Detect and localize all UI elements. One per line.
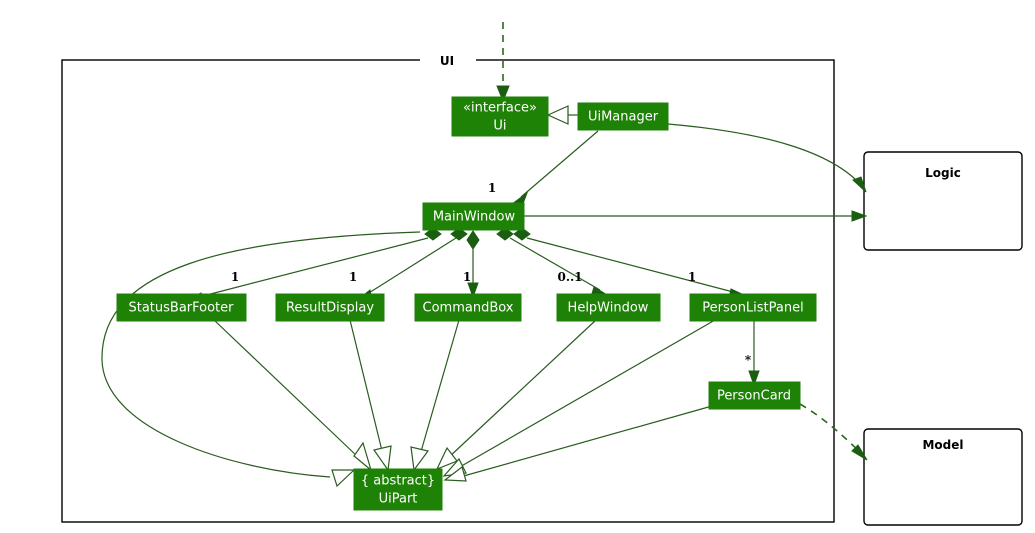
multiplicity-personlistpanel: 1 xyxy=(688,270,696,284)
composition-diamond-statusbarfooter xyxy=(424,227,442,241)
class-box-mainwindow[interactable]: MainWindow xyxy=(422,202,525,231)
edge-personcard-to-model xyxy=(799,403,861,453)
class-rect-resultdisplay xyxy=(275,293,385,322)
edge-uimanager-to-mainwindow xyxy=(520,130,599,198)
arrowhead-realization-ui xyxy=(546,105,569,125)
class-box-resultdisplay[interactable]: ResultDisplay xyxy=(275,293,385,322)
arrowhead-mainwindow-to-logic xyxy=(851,210,868,222)
class-box-helpwindow[interactable]: HelpWindow xyxy=(556,293,661,322)
edge-statusbarfooter-to-uipart xyxy=(213,319,359,458)
class-label-personcard: PersonCard xyxy=(717,389,791,404)
class-rect-commandbox xyxy=(414,293,522,322)
edge-helpwindow-to-uipart xyxy=(447,319,597,459)
class-box-commandbox[interactable]: CommandBox xyxy=(414,293,522,322)
class-label-ui-name: Ui xyxy=(493,119,506,134)
class-box-uimanager[interactable]: UiManager xyxy=(577,102,669,131)
composition-diamond-personlistpanel xyxy=(513,227,531,241)
edge-resultdisplay-to-uipart xyxy=(349,319,384,456)
class-rect-uipart xyxy=(353,468,443,511)
multiplicity-personcard: * xyxy=(745,353,752,367)
multiplicity-mainwindow-from-uimanager: 1 xyxy=(488,181,496,195)
edge-personlistpanel-to-uipart xyxy=(457,319,716,469)
arrowhead-inherit-resultdisplay xyxy=(373,445,392,472)
class-label-statusbarfooter: StatusBarFooter xyxy=(128,301,234,316)
class-box-personcard[interactable]: PersonCard xyxy=(708,381,801,410)
class-box-personlistpanel[interactable]: PersonListPanel xyxy=(689,293,817,322)
class-label-mainwindow: MainWindow xyxy=(433,210,516,225)
edge-uimanager-to-logic xyxy=(667,123,863,187)
edge-mainwindow-to-helpwindow xyxy=(509,237,601,291)
class-rect-helpwindow xyxy=(556,293,661,322)
package-logic-box xyxy=(863,151,1023,251)
class-rect-ui-interface xyxy=(451,96,549,137)
arrowhead-inherit-personcard xyxy=(443,465,467,482)
class-label-resultdisplay: ResultDisplay xyxy=(286,301,374,316)
edge-mainwindow-to-resultdisplay xyxy=(363,237,457,297)
arrowhead-mainwindow-to-commandbox xyxy=(467,282,479,299)
package-model-box xyxy=(863,428,1023,526)
package-model-label: Model xyxy=(922,438,963,452)
edge-personcard-to-uipart xyxy=(459,405,713,478)
multiplicity-commandbox: 1 xyxy=(463,270,471,284)
class-label-personlistpanel: PersonListPanel xyxy=(702,301,803,316)
package-ui-label-bg xyxy=(420,53,476,68)
class-rect-mainwindow xyxy=(422,202,525,231)
multiplicity-helpwindow: 0..1 xyxy=(557,270,582,284)
edge-mainwindow-to-uipart xyxy=(101,231,421,478)
class-label-uimanager: UiManager xyxy=(588,110,659,125)
multiplicity-resultdisplay: 1 xyxy=(349,270,357,284)
arrowhead-inherit-statusbarfooter xyxy=(353,441,373,472)
edge-mainwindow-to-personlistpanel xyxy=(526,237,738,294)
class-label-uipart-name: UiPart xyxy=(379,492,418,507)
package-logic-label: Logic xyxy=(925,166,961,180)
multiplicity-statusbarfooter: 1 xyxy=(231,270,239,284)
composition-diamond-helpwindow xyxy=(496,227,514,241)
class-box-ui-interface[interactable]: «interface» Ui xyxy=(451,96,549,137)
arrowhead-uimanager-to-logic xyxy=(852,176,867,193)
arrowhead-inherit-helpwindow xyxy=(435,446,458,471)
arrowhead-personlistpanel-to-personcard xyxy=(748,370,760,387)
class-label-helpwindow: HelpWindow xyxy=(568,301,649,316)
package-ui-label: UI xyxy=(440,54,454,68)
edge-mainwindow-to-statusbarfooter xyxy=(194,237,429,299)
edge-commandbox-to-uipart xyxy=(419,319,460,456)
class-rect-uimanager xyxy=(577,102,669,131)
class-rect-personcard xyxy=(708,381,801,410)
class-label-ui-stereotype: «interface» xyxy=(463,101,537,116)
arrowhead-inherit-mainwindow xyxy=(331,469,356,488)
class-rect-personlistpanel xyxy=(689,293,817,322)
class-rect-statusbarfooter xyxy=(116,293,247,322)
class-label-commandbox: CommandBox xyxy=(423,301,514,316)
class-box-statusbarfooter[interactable]: StatusBarFooter xyxy=(116,293,247,322)
composition-diamond-resultdisplay xyxy=(450,227,468,241)
arrowhead-personcard-to-model xyxy=(851,444,868,461)
class-box-uipart[interactable]: { abstract} UiPart xyxy=(353,468,443,511)
class-label-uipart-abstract: { abstract} xyxy=(361,474,435,489)
arrowhead-inherit-commandbox xyxy=(410,446,430,472)
arrowhead-external-to-ui xyxy=(496,85,510,103)
